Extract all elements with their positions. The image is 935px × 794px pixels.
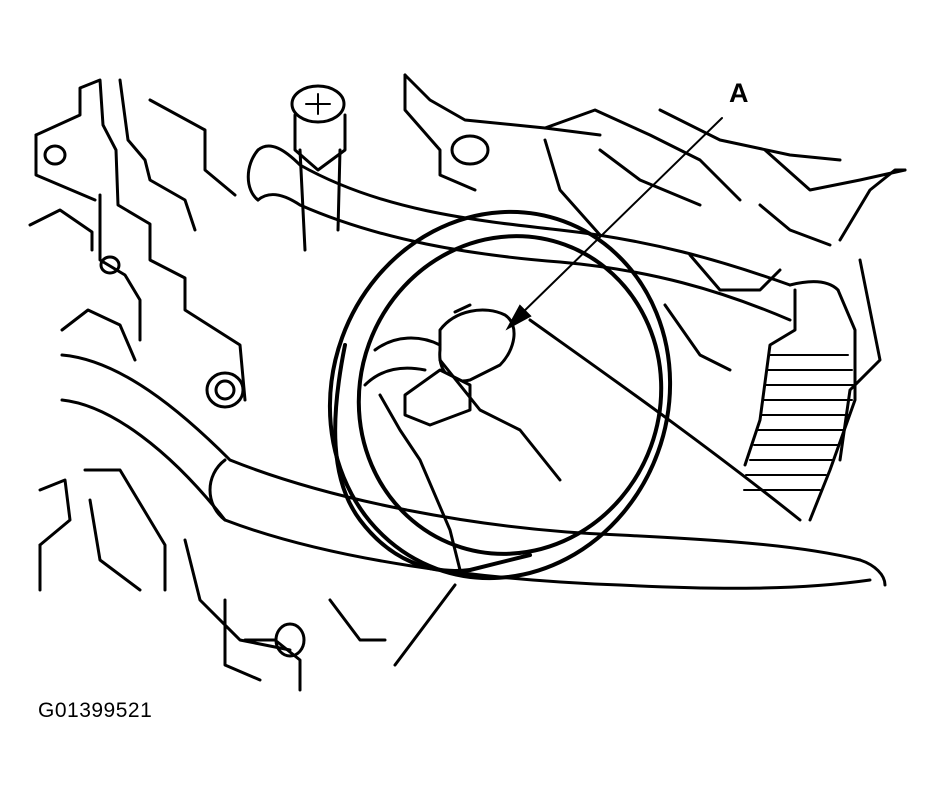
phillips-screw	[290, 84, 347, 252]
lower-hose	[60, 353, 887, 590]
figure-id-label: G01399521	[38, 699, 153, 722]
round-opening	[327, 209, 673, 581]
callout-arrow	[505, 117, 723, 331]
callout-label-a: A	[729, 78, 749, 108]
bolt-holes	[43, 134, 490, 658]
corrugated-hose	[743, 288, 857, 522]
dipstick-rod	[393, 318, 802, 667]
left-bracket-structure	[28, 78, 387, 692]
clip-component	[363, 303, 562, 572]
upper-hose	[246, 144, 840, 322]
upper-housing	[403, 73, 907, 462]
